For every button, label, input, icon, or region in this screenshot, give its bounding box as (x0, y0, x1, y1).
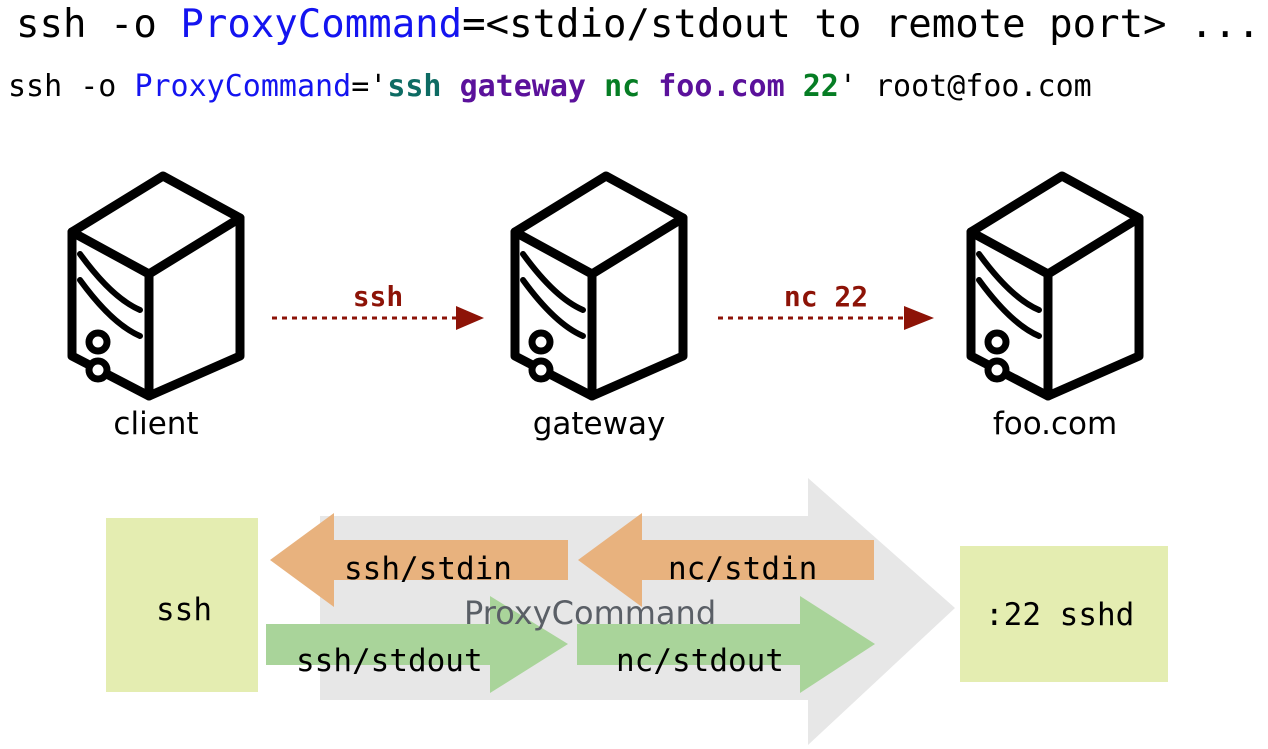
protocol-label-nc-22: nc 22 (783, 280, 869, 313)
arrow-label-nc-stdout: nc/stdout (616, 643, 784, 679)
cmd1-part-1: ProxyCommand (180, 2, 463, 47)
cmd1-part-0: ssh -o (16, 2, 181, 47)
cmd2-part-0: ssh -o (8, 69, 135, 104)
cmd2-part-11: 22 (802, 69, 839, 104)
arrow-ssh-stdin (270, 513, 568, 607)
cmd1-part-2: =<stdio/stdout to remote port> ... (462, 2, 1261, 47)
cmd2-part-10 (785, 69, 803, 104)
arrow-label-ssh-stdin: ssh/stdin (344, 551, 512, 587)
arrow-label-ssh-stdout: ssh/stdout (296, 643, 483, 679)
arrow-nc-stdout (577, 596, 875, 693)
cmd2-part-3: ssh (387, 69, 442, 104)
cmd2-part-4 (442, 69, 460, 104)
command-line-example: ssh -o ProxyCommand='ssh gateway nc foo.… (8, 69, 1092, 104)
cmd2-part-8 (640, 69, 658, 104)
host-gateway: gateway (509, 170, 689, 442)
cmd2-part-12: ' root@foo.com (838, 69, 1092, 104)
cmd2-part-5: gateway (459, 69, 586, 104)
dotted-arrow-icon (272, 306, 484, 330)
endpoint-box-ssh (106, 518, 258, 692)
protocol-arrow-nc-22: nc 22 (718, 280, 934, 346)
cmd2-part-7: nc (604, 69, 641, 104)
cmd2-part-6 (586, 69, 604, 104)
host-label-foo-com: foo.com (992, 406, 1118, 442)
protocol-label-ssh: ssh (352, 280, 404, 313)
dotted-arrow-icon (718, 306, 934, 330)
cmd2-part-9: foo.com (658, 69, 785, 104)
proxycommand-band-label: ProxyCommand (464, 594, 717, 632)
arrow-label-nc-stdin: nc/stdin (668, 551, 818, 587)
host-client: client (66, 170, 246, 442)
host-foo-com: foo.com (965, 170, 1145, 442)
host-label-client: client (113, 406, 199, 442)
proxycommand-flow-diagram (0, 455, 1268, 749)
arrow-nc-stdin (578, 513, 874, 607)
endpoint-box-sshd (960, 546, 1168, 682)
cmd2-part-2: =' (351, 69, 388, 104)
endpoint-label-sshd: :22 sshd (985, 597, 1135, 633)
arrow-ssh-stdout (266, 596, 568, 693)
server-tower-icon (510, 171, 688, 401)
protocol-arrow-ssh: ssh (272, 280, 484, 346)
server-tower-icon (966, 171, 1144, 401)
cmd2-part-1: ProxyCommand (134, 69, 352, 104)
server-tower-icon (67, 171, 245, 401)
command-line-primary: ssh -o ProxyCommand=<stdio/stdout to rem… (16, 2, 1260, 47)
endpoint-label-ssh: ssh (156, 592, 212, 628)
host-label-gateway: gateway (532, 406, 666, 442)
